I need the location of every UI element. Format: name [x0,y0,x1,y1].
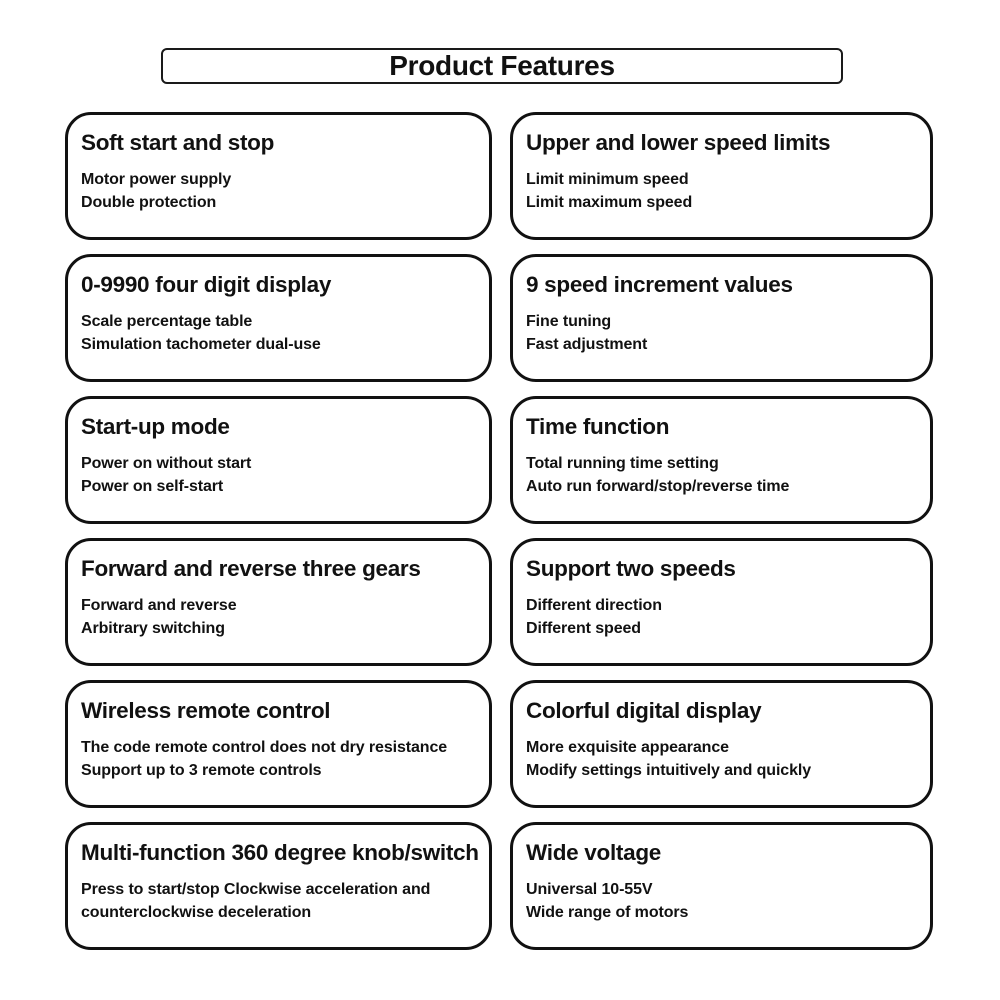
feature-card-line: Universal 10-55V [526,881,653,899]
feature-card-title: 0-9990 four digit display [81,272,332,297]
feature-card-line: counterclockwise deceleration [81,903,312,921]
feature-card-soft-start-stop: Soft start and stop Motor power supply D… [65,112,492,240]
feature-card-line: Limit minimum speed [526,171,689,189]
feature-card-title: Support two speeds [526,556,736,581]
feature-card-forward-reverse-gears: Forward and reverse three gears Forward … [65,538,492,666]
feature-card-line: Fine tuning [526,313,612,331]
feature-card-title: Colorful digital display [526,698,762,723]
feature-card-colorful-display: Colorful digital display More exquisite … [510,680,933,808]
feature-card-title: Time function [526,414,670,439]
feature-card-title: Forward and reverse three gears [81,556,421,581]
feature-card-line: Support up to 3 remote controls [81,761,322,779]
feature-card-line: Different direction [526,597,662,615]
feature-card-line: Simulation tachometer dual-use [81,335,321,353]
feature-card-title: Upper and lower speed limits [526,130,831,155]
feature-card-line: Fast adjustment [526,335,648,353]
feature-card-line: The code remote control does not dry res… [81,739,448,757]
feature-card-title: Multi-function 360 degree knob/switch [81,840,479,865]
feature-card-line: Total running time setting [526,455,719,473]
feature-card-time-function: Time function Total running time setting… [510,396,933,524]
page-title-box: Product Features [161,48,843,84]
feature-card-line: Forward and reverse [81,597,237,615]
features-grid: Soft start and stop Motor power supply D… [65,112,933,950]
feature-card-title: Wide voltage [526,840,661,865]
feature-card-wireless-remote: Wireless remote control The code remote … [65,680,492,808]
feature-card-speed-increments: 9 speed increment values Fine tuning Fas… [510,254,933,382]
feature-card-line: Modify settings intuitively and quickly [526,761,812,779]
feature-card-line: Arbitrary switching [81,619,225,637]
feature-card-line: Scale percentage table [81,313,253,331]
feature-card-title: Wireless remote control [81,698,331,723]
feature-card-line: Power on self-start [81,477,224,495]
feature-card-line: Press to start/stop Clockwise accelerati… [81,881,431,899]
feature-card-line: Power on without start [81,455,252,473]
feature-card-wide-voltage: Wide voltage Universal 10-55V Wide range… [510,822,933,950]
feature-card-line: Motor power supply [81,171,232,189]
feature-card-line: Wide range of motors [526,903,689,921]
feature-card-line: Limit maximum speed [526,193,693,211]
feature-card-title: Soft start and stop [81,130,275,155]
feature-card-line: Double protection [81,193,217,211]
feature-card-title: 9 speed increment values [526,272,793,297]
feature-card-line: Different speed [526,619,641,637]
page-title: Product Features [389,50,615,81]
feature-card-knob-switch: Multi-function 360 degree knob/switch Pr… [65,822,492,950]
feature-card-line: Auto run forward/stop/reverse time [526,477,790,495]
feature-card-four-digit-display: 0-9990 four digit display Scale percenta… [65,254,492,382]
feature-card-two-speeds: Support two speeds Different direction D… [510,538,933,666]
feature-card-line: More exquisite appearance [526,739,729,757]
feature-card-startup-mode: Start-up mode Power on without start Pow… [65,396,492,524]
feature-card-title: Start-up mode [81,414,230,439]
feature-card-speed-limits: Upper and lower speed limits Limit minim… [510,112,933,240]
